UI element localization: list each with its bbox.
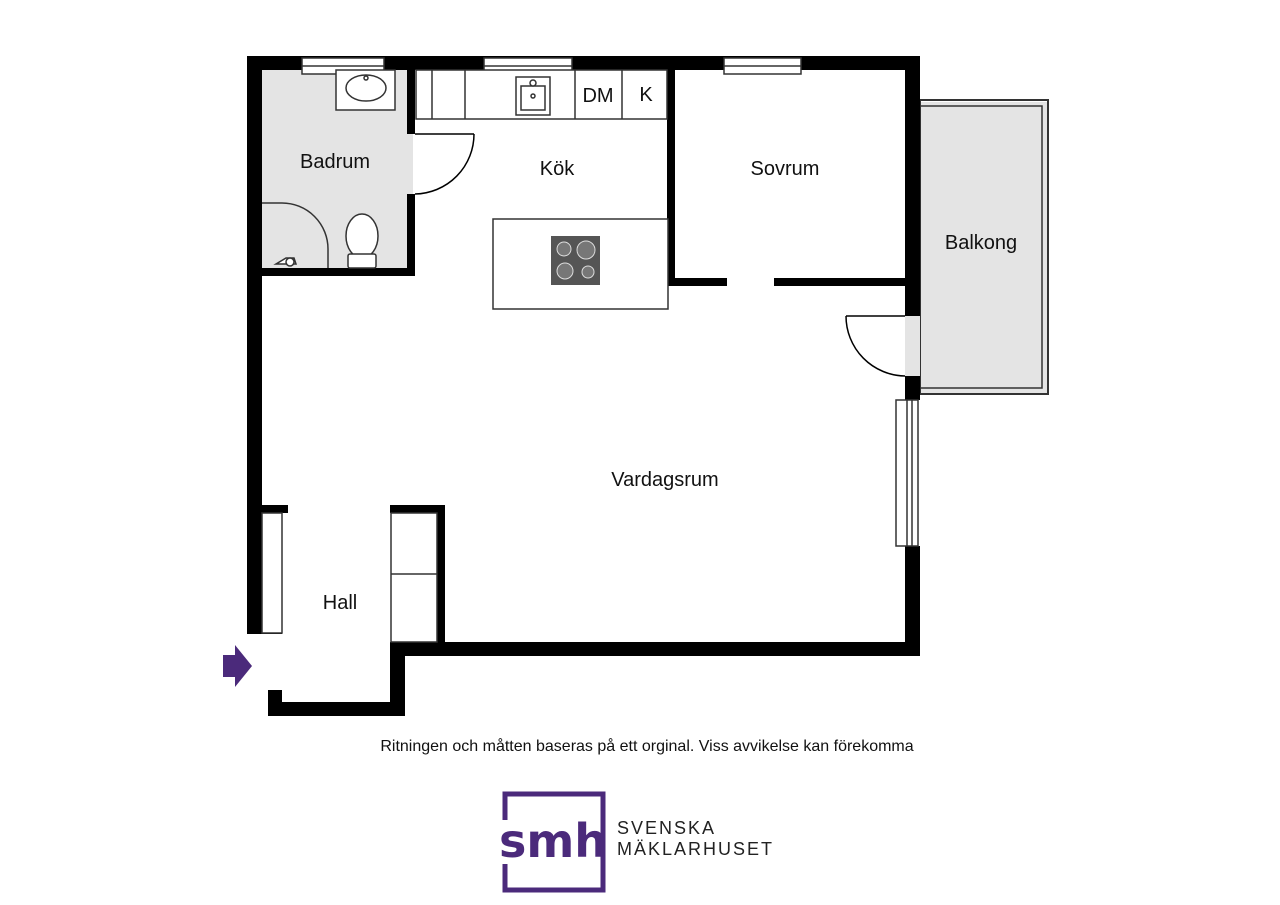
fixture-label-fridge: K [639, 84, 653, 106]
entrance-arrow-icon [223, 645, 252, 687]
disclaimer-text: Ritningen och måtten baseras på ett orgi… [380, 738, 914, 755]
room-label-sovrum: Sovrum [751, 158, 820, 180]
bathroom-sink [335, 69, 396, 111]
room-label-vardagsrum: Vardagsrum [611, 469, 718, 491]
balcony-floor [920, 102, 1048, 394]
brand-logo: smh SVENSKA MÄKLARHUSET [497, 791, 774, 893]
toilet [345, 213, 379, 269]
balcony-door-threshold [905, 316, 920, 376]
room-label-hall: Hall [323, 592, 357, 614]
room-label-balkong: Balkong [945, 232, 1017, 254]
doors [414, 133, 906, 377]
fixture-label-dishwasher: DM [582, 85, 613, 107]
hall-wardrobe [261, 512, 438, 643]
windows [301, 57, 919, 547]
shower [262, 202, 329, 268]
room-label-badrum: Badrum [300, 151, 370, 173]
logo-line2: MÄKLARHUSET [617, 839, 774, 859]
room-label-kok: Kök [540, 158, 575, 180]
logo-mark: smh [499, 814, 607, 868]
kitchen-sink [515, 76, 551, 116]
logo-line1: SVENSKA [617, 818, 716, 838]
burners [556, 240, 596, 280]
kitchen-island [492, 218, 669, 310]
